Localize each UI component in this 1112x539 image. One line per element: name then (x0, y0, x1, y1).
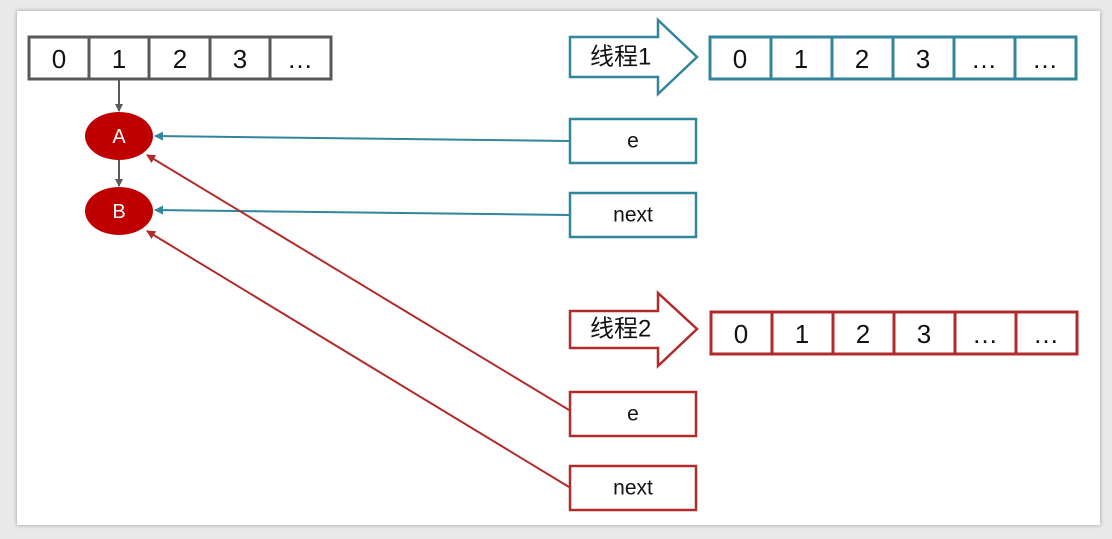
diagram-card (17, 11, 1100, 525)
thread2-next-box: next (568, 464, 698, 512)
node-a: A (85, 112, 153, 160)
thread2-array-cell-label: 0 (734, 319, 748, 349)
main-array-cell-label: 1 (112, 44, 126, 74)
thread2-array-cell (1014, 310, 1079, 356)
thread1-array-cell-label: … (1032, 44, 1058, 74)
thread2-arrow-shape: 线程2 (568, 290, 699, 369)
thread2-array-cell-label: 2 (856, 319, 870, 349)
thread1-array-cell (769, 35, 834, 81)
thread2-array-cell-label: 3 (917, 319, 931, 349)
thread1-arrow-shape: 线程1 (568, 17, 699, 97)
thread2-label: 线程2 (590, 316, 651, 343)
thread1-e-label: e (627, 130, 639, 153)
main-array-cell-label: 0 (52, 44, 66, 74)
node-b: B (85, 187, 153, 235)
main-array-cell-label: … (287, 44, 313, 74)
main-array-cell (268, 35, 333, 81)
main-array-cell (87, 35, 151, 81)
thread1-next-label: next (613, 204, 653, 227)
thread2-e-box: e (568, 390, 698, 438)
main-array-cell (208, 35, 272, 81)
thread2-array: 0 1 2 3 … … (709, 310, 1079, 356)
main-array-cell-label: 2 (173, 44, 187, 74)
main-array: 0 1 2 3 … (27, 35, 333, 81)
thread1-array-cell-label: … (971, 44, 997, 74)
thread2-e-label: e (627, 403, 639, 426)
thread2-array-cell-label: 1 (795, 319, 809, 349)
node-a-label: A (112, 126, 126, 148)
thread2-array-cell-label: … (972, 319, 998, 349)
thread1-array-cell-label: 2 (855, 44, 869, 74)
thread1-array-cell-label: 0 (733, 44, 747, 74)
main-array-cell-label: 3 (233, 44, 247, 74)
thread1-array: 0 1 2 3 … … (708, 35, 1078, 81)
thread2-array-cell (831, 310, 896, 356)
thread2-next-pointer (146, 230, 570, 488)
node-b-label: B (112, 201, 125, 223)
thread1-next-pointer (154, 205, 570, 216)
thread1-array-cell (1013, 35, 1078, 81)
thread2-next-label: next (613, 477, 653, 500)
thread2-e-pointer (146, 154, 570, 411)
main-array-cell (27, 35, 91, 81)
thread1-array-cell (891, 35, 956, 81)
thread1-label: 线程1 (590, 44, 651, 71)
thread1-array-cell-label: 3 (916, 44, 930, 74)
main-array-cell (147, 35, 212, 81)
thread1-next-box: next (568, 191, 698, 239)
thread1-e-box: e (568, 117, 698, 165)
thread1-array-cell-label: 1 (794, 44, 808, 74)
thread1-array-cell (708, 35, 773, 81)
thread2-array-cell-label: … (1033, 319, 1059, 349)
thread2-array-cell (709, 310, 774, 356)
thread1-e-pointer (154, 131, 570, 142)
